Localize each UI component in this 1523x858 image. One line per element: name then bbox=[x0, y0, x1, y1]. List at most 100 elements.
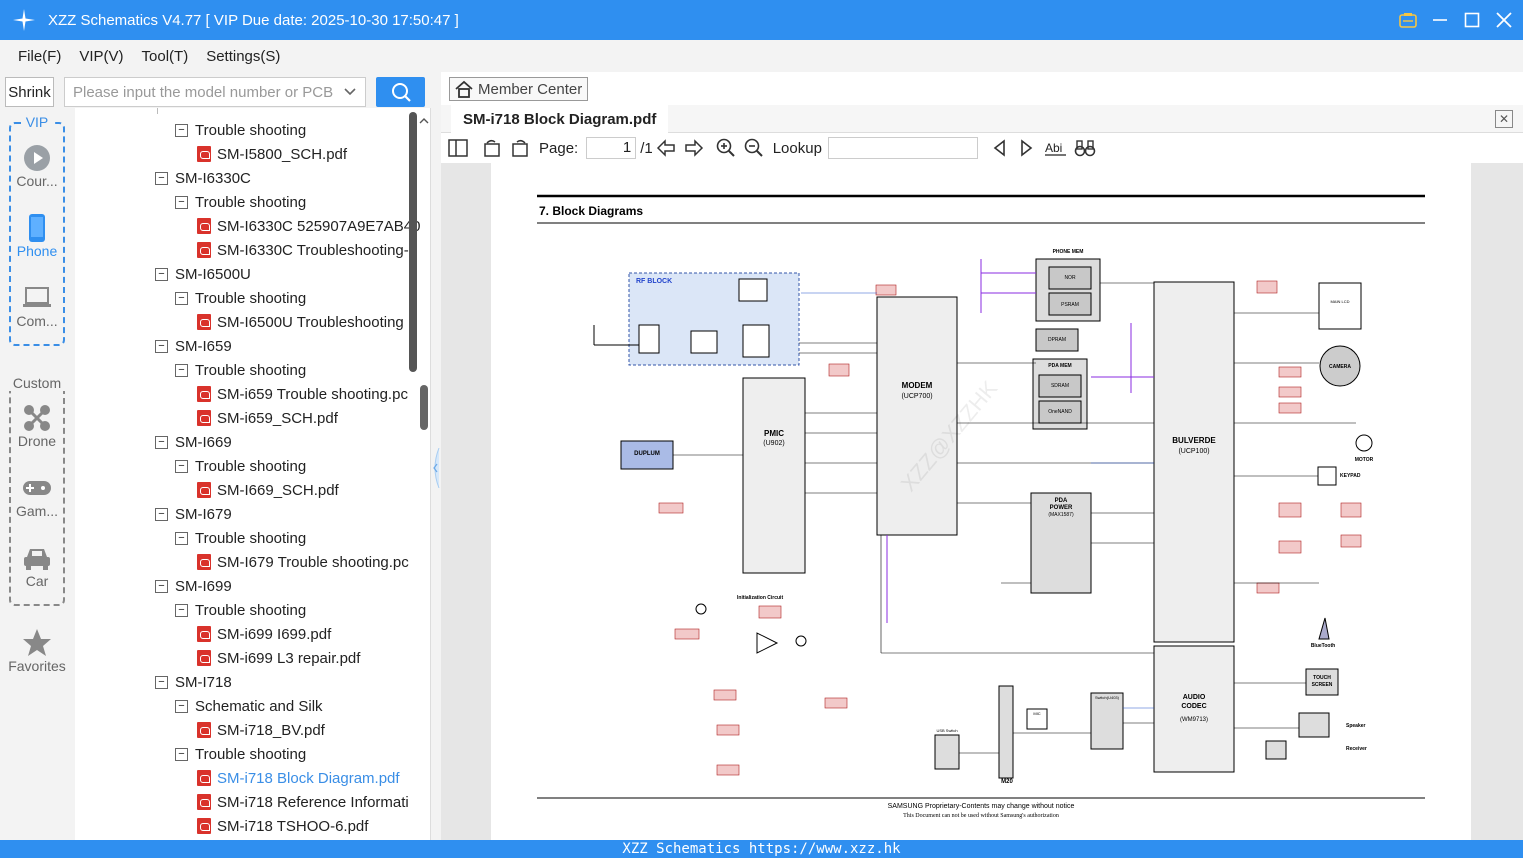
camera-label: CAMERA bbox=[1329, 364, 1351, 370]
collapse-toggle-icon[interactable]: − bbox=[175, 531, 188, 545]
tree-folder-item[interactable]: −Trouble shooting bbox=[175, 454, 306, 478]
pdf-file-icon bbox=[197, 794, 211, 810]
close-tab-icon[interactable]: ✕ bbox=[1495, 110, 1513, 128]
lookup-input[interactable] bbox=[827, 137, 978, 159]
rail-item-computer[interactable]: Com... bbox=[0, 283, 74, 329]
rail-item-courses[interactable]: Cour... bbox=[0, 143, 74, 189]
collapse-toggle-icon[interactable]: − bbox=[175, 699, 188, 713]
collapse-toggle-icon[interactable]: − bbox=[155, 675, 168, 689]
rotate-right-icon[interactable] bbox=[509, 137, 531, 159]
rail-item-drone[interactable]: Drone bbox=[0, 403, 74, 449]
tree-file-item[interactable]: SM-I5800_SCH.pdf bbox=[197, 142, 347, 166]
collapse-toggle-icon[interactable]: − bbox=[175, 603, 188, 617]
find-prev-icon[interactable] bbox=[988, 137, 1010, 159]
tree-folder-item[interactable]: −SM-I679 bbox=[155, 502, 232, 526]
tree-file-item[interactable]: SM-i659_SCH.pdf bbox=[197, 406, 338, 430]
zoom-in-icon[interactable] bbox=[715, 137, 737, 159]
pdf-viewer[interactable]: 7. Block Diagrams RF BLOCK MODEM (UCP700… bbox=[441, 163, 1523, 840]
collapse-toggle-icon[interactable]: − bbox=[155, 435, 168, 449]
menu-vip[interactable]: VIP(V) bbox=[79, 47, 124, 65]
tree-file-item[interactable]: SM-I6330C 525907A9E7AB40 bbox=[197, 214, 420, 238]
menu-tool[interactable]: Tool(T) bbox=[141, 47, 189, 65]
tree-file-item[interactable]: SM-I669_SCH.pdf bbox=[197, 478, 339, 502]
rail-item-games[interactable]: Gam... bbox=[0, 473, 74, 519]
binoculars-icon[interactable] bbox=[1074, 137, 1096, 159]
tree-file-item[interactable]: SM-I6500U Troubleshooting bbox=[197, 310, 404, 334]
maximize-button[interactable] bbox=[1463, 11, 1481, 29]
collapse-toggle-icon[interactable]: − bbox=[175, 195, 188, 209]
rail-item-car[interactable]: Car bbox=[0, 543, 74, 589]
tree-scrollbar-thumb[interactable] bbox=[409, 112, 417, 372]
page-number-input[interactable]: 1 bbox=[586, 137, 637, 159]
tree-file-item[interactable]: SM-i718 TSHOO-6.pdf bbox=[197, 814, 368, 838]
pda-power-label: PDA bbox=[1055, 498, 1068, 504]
pda-power-label2: POWER bbox=[1050, 505, 1073, 511]
collapse-toggle-icon[interactable]: − bbox=[155, 267, 168, 281]
scroll-up-icon[interactable] bbox=[418, 114, 430, 126]
pda-power-sub: (MAX1587) bbox=[1048, 512, 1074, 518]
tree-folder-item[interactable]: −Schematic and Silk bbox=[175, 694, 323, 718]
tree-folder-item[interactable]: −SM-I6330C bbox=[155, 166, 251, 190]
tree-folder-item[interactable]: −SM-I718 bbox=[155, 670, 232, 694]
tree-item-label: SM-I669_SCH.pdf bbox=[217, 481, 339, 499]
secondary-scrollbar-thumb[interactable] bbox=[420, 385, 428, 430]
tree-file-item[interactable]: SM-i718 Block Diagram.pdf bbox=[197, 766, 400, 790]
search-button[interactable] bbox=[376, 77, 425, 107]
menu-settings[interactable]: Settings(S) bbox=[206, 47, 281, 65]
find-next-icon[interactable] bbox=[1016, 137, 1038, 159]
pdf-file-icon bbox=[197, 722, 211, 738]
tree-file-item[interactable]: SM-i699 L3 repair.pdf bbox=[197, 646, 360, 670]
tree-folder-item[interactable]: −Trouble shooting bbox=[175, 598, 306, 622]
tree-file-item[interactable]: SM-i699 I699.pdf bbox=[197, 622, 331, 646]
receiver-label: Receiver bbox=[1346, 746, 1367, 752]
tree-file-item[interactable]: SM-I6330C Troubleshooting- bbox=[197, 238, 409, 262]
tree-folder-item[interactable]: −SM-I669 bbox=[155, 430, 232, 454]
collapse-toggle-icon[interactable]: − bbox=[175, 363, 188, 377]
collapse-toggle-icon[interactable]: − bbox=[175, 747, 188, 761]
tree-folder-item[interactable]: −Trouble shooting bbox=[175, 742, 306, 766]
tree-item-label: Trouble shooting bbox=[195, 601, 307, 619]
vip-card-icon[interactable] bbox=[1399, 11, 1417, 29]
minimize-button[interactable] bbox=[1431, 11, 1449, 29]
tree-file-item[interactable]: SM-i718_BV.pdf bbox=[197, 718, 325, 742]
pmic-label: PMIC bbox=[764, 429, 784, 438]
tree-folder-item[interactable]: −SM-I6500U bbox=[155, 262, 251, 286]
collapse-toggle-icon[interactable]: − bbox=[155, 339, 168, 353]
tree-file-item[interactable]: SM-i718 Reference Informati bbox=[197, 790, 409, 814]
tree-folder-item[interactable]: −SM-I699 bbox=[155, 574, 232, 598]
rail-item-favorites[interactable]: Favorites bbox=[0, 628, 74, 674]
member-center-button[interactable]: Member Center bbox=[449, 77, 588, 101]
tree-folder-item[interactable]: −Trouble shooting bbox=[175, 526, 306, 550]
play-icon bbox=[23, 143, 51, 173]
tree-folder-item[interactable]: −Trouble shooting bbox=[175, 286, 306, 310]
pane-splitter[interactable] bbox=[430, 108, 440, 840]
tree-file-item[interactable]: SM-i659 Trouble shooting.pc bbox=[197, 382, 408, 406]
tree-folder-item[interactable]: −Trouble shooting bbox=[175, 358, 306, 382]
collapse-toggle-icon[interactable]: − bbox=[175, 459, 188, 473]
collapse-toggle-icon[interactable]: − bbox=[155, 507, 168, 521]
collapse-toggle-icon[interactable]: − bbox=[155, 171, 168, 185]
tree-folder-item[interactable]: −SM-I659 bbox=[155, 334, 232, 358]
zoom-out-icon[interactable] bbox=[743, 137, 765, 159]
match-case-icon[interactable]: Abi bbox=[1044, 137, 1068, 159]
tree-folder-item[interactable]: −Trouble shooting bbox=[175, 190, 306, 214]
collapse-toggle-icon[interactable]: − bbox=[155, 579, 168, 593]
document-tabbar: SM-i718 Block Diagram.pdf ✕ bbox=[441, 105, 1523, 133]
rotate-left-icon[interactable] bbox=[481, 137, 503, 159]
chevron-down-icon[interactable] bbox=[343, 84, 357, 102]
rail-item-phone[interactable]: Phone bbox=[0, 213, 74, 259]
shrink-button[interactable]: Shrink bbox=[5, 77, 54, 107]
search-input[interactable]: Please input the model number or PCB bbox=[64, 77, 366, 107]
viewer-toolbar: Page: 1 /1 Lookup Abi bbox=[441, 133, 1523, 163]
collapse-toggle-icon[interactable]: − bbox=[175, 291, 188, 305]
tree-folder-item[interactable]: −Trouble shooting bbox=[175, 118, 306, 142]
document-tab[interactable]: SM-i718 Block Diagram.pdf bbox=[451, 105, 669, 133]
collapse-arrow-icon[interactable] bbox=[431, 448, 441, 488]
next-page-icon[interactable] bbox=[683, 137, 705, 159]
close-button[interactable] bbox=[1495, 11, 1513, 29]
sidebar-toggle-icon[interactable] bbox=[447, 137, 469, 159]
menu-file[interactable]: File(F) bbox=[18, 47, 62, 65]
prev-page-icon[interactable] bbox=[655, 137, 677, 159]
collapse-toggle-icon[interactable]: − bbox=[175, 123, 188, 137]
tree-file-item[interactable]: SM-I679 Trouble shooting.pc bbox=[197, 550, 409, 574]
